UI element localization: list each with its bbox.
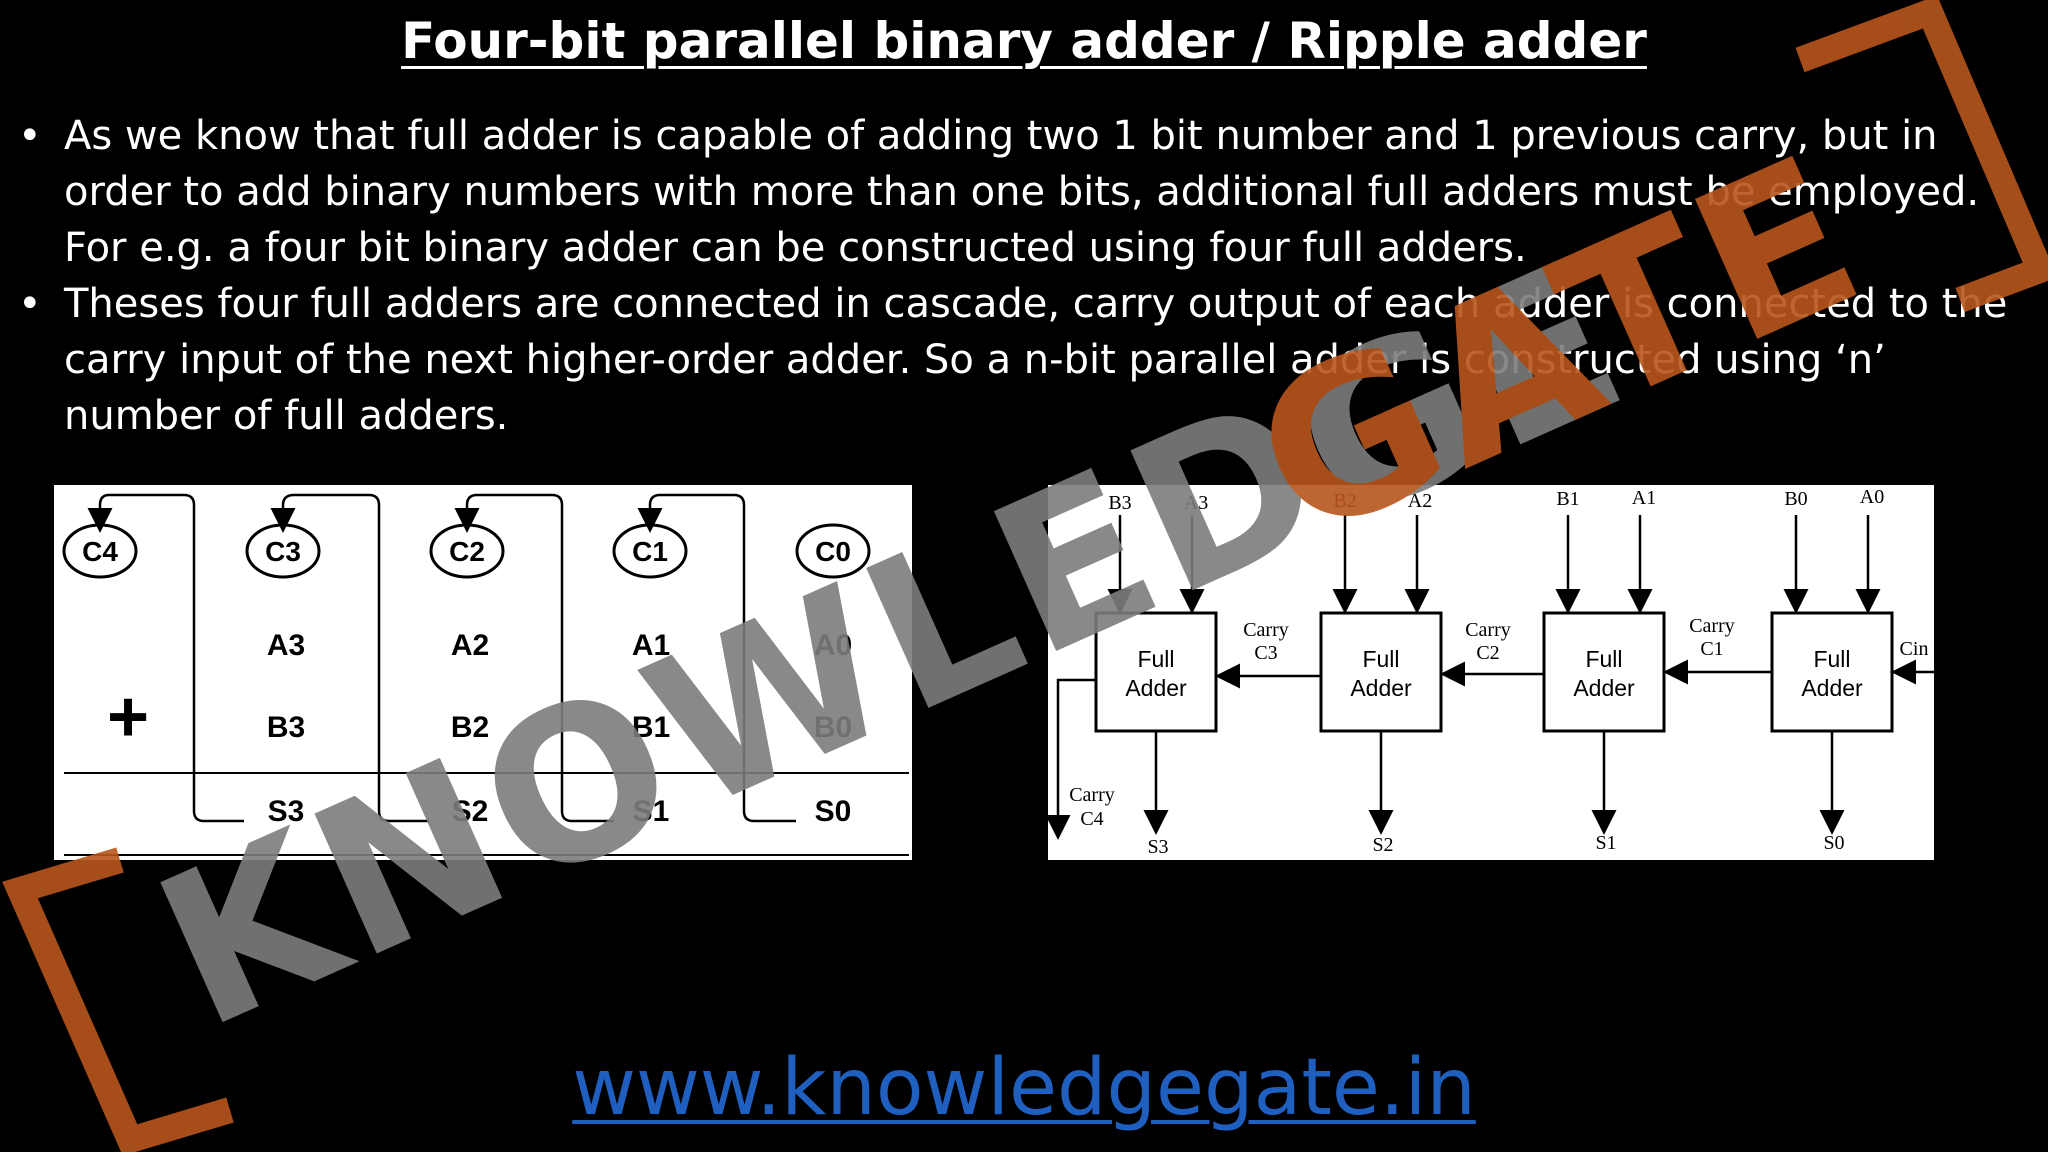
carry-sym-label: C2 xyxy=(1476,642,1499,664)
carry-label: C0 xyxy=(815,536,851,567)
carry-out-arrow xyxy=(1048,678,1096,840)
carry-sym-label: C3 xyxy=(1254,642,1277,664)
full-adder-label: Full xyxy=(1362,646,1399,672)
b-bit-label: B0 xyxy=(814,711,852,744)
carry-word-label: Carry xyxy=(1243,619,1289,641)
carry-label: C4 xyxy=(82,536,118,567)
a-bit-label: A2 xyxy=(451,629,489,662)
sum-output-label: S0 xyxy=(1823,832,1844,854)
full-adder-label: Adder xyxy=(1801,675,1863,701)
b-bit-label: B1 xyxy=(632,711,670,744)
full-adder-box-3 xyxy=(1094,611,1218,733)
sum-arrows xyxy=(1143,731,1845,835)
b-bit-label: B3 xyxy=(267,711,305,744)
a-input-label: A2 xyxy=(1408,490,1432,512)
bullet-item: Theses four full adders are connected in… xyxy=(18,276,2008,444)
full-adder-box-0 xyxy=(1770,611,1894,733)
a-input-label: A1 xyxy=(1632,487,1656,509)
carry-label: C2 xyxy=(449,536,485,567)
b-input-label: B1 xyxy=(1556,488,1579,510)
a-input-label: A0 xyxy=(1860,486,1884,508)
a-bit-label: A1 xyxy=(632,629,670,662)
bullet-item: As we know that full adder is capable of… xyxy=(18,108,2008,276)
carry-routing-lines xyxy=(87,493,796,823)
sum-bit-label: S3 xyxy=(268,795,305,828)
full-adder-label: Adder xyxy=(1125,675,1187,701)
sum-output-label: S1 xyxy=(1595,832,1616,854)
b-input-label: B3 xyxy=(1108,492,1131,514)
sum-output-label: S2 xyxy=(1372,834,1393,856)
full-adder-label: Adder xyxy=(1573,675,1635,701)
full-adder-box-1 xyxy=(1542,611,1666,733)
carry-sym-label: C1 xyxy=(1700,638,1723,660)
sum-bit-label: S2 xyxy=(452,795,489,828)
carry-circle-c0: C0 xyxy=(795,523,871,579)
b-input-label: B2 xyxy=(1333,490,1356,512)
full-adder-label: Full xyxy=(1137,646,1174,672)
carry-out-sym: C4 xyxy=(1080,808,1103,830)
sum-bit-label: S1 xyxy=(633,795,670,828)
carry-arrows xyxy=(1215,659,1934,689)
carry-word-label: Carry xyxy=(1689,615,1735,637)
input-arrows xyxy=(1107,515,1881,614)
a-bit-label: A3 xyxy=(267,629,305,662)
full-adder-label: Adder xyxy=(1350,675,1412,701)
carry-in-label: Cin xyxy=(1900,638,1929,660)
carry-circle-c4: C4 xyxy=(62,523,138,579)
binary-addition-svg: C4 C3 C2 C1 C0 A3 A2 A1 A0 xyxy=(62,493,909,856)
bullet-list: As we know that full adder is capable of… xyxy=(18,108,2008,444)
carry-word-label: Carry xyxy=(1465,619,1511,641)
plus-operator: + xyxy=(107,677,149,757)
carry-label: C1 xyxy=(632,536,668,567)
binary-addition-diagram: C4 C3 C2 C1 C0 A3 A2 A1 A0 xyxy=(54,485,912,860)
a-bit-label: A0 xyxy=(814,629,852,662)
b-input-label: B0 xyxy=(1784,488,1807,510)
full-adder-box-2 xyxy=(1319,611,1443,733)
b-bit-label: B2 xyxy=(451,711,489,744)
website-link[interactable]: www.knowledgegate.in xyxy=(572,1043,1476,1133)
ripple-adder-block-diagram: Full Adder Full Adder Full Adder Full Ad… xyxy=(1048,485,1934,860)
ripple-adder-svg: Full Adder Full Adder Full Adder Full Ad… xyxy=(1048,486,1934,858)
a-input-label: A3 xyxy=(1184,492,1208,514)
carry-circle-c3: C3 xyxy=(245,523,321,579)
full-adder-label: Full xyxy=(1813,646,1850,672)
sum-output-label: S3 xyxy=(1147,836,1168,858)
slide-title: Four-bit parallel binary adder / Ripple … xyxy=(401,12,1647,70)
sum-bit-label: S0 xyxy=(815,795,852,828)
carry-label: C3 xyxy=(265,536,301,567)
carry-circle-c2: C2 xyxy=(429,523,505,579)
carry-circle-c1: C1 xyxy=(612,523,688,579)
full-adder-label: Full xyxy=(1585,646,1622,672)
carry-out-word: Carry xyxy=(1069,784,1115,806)
